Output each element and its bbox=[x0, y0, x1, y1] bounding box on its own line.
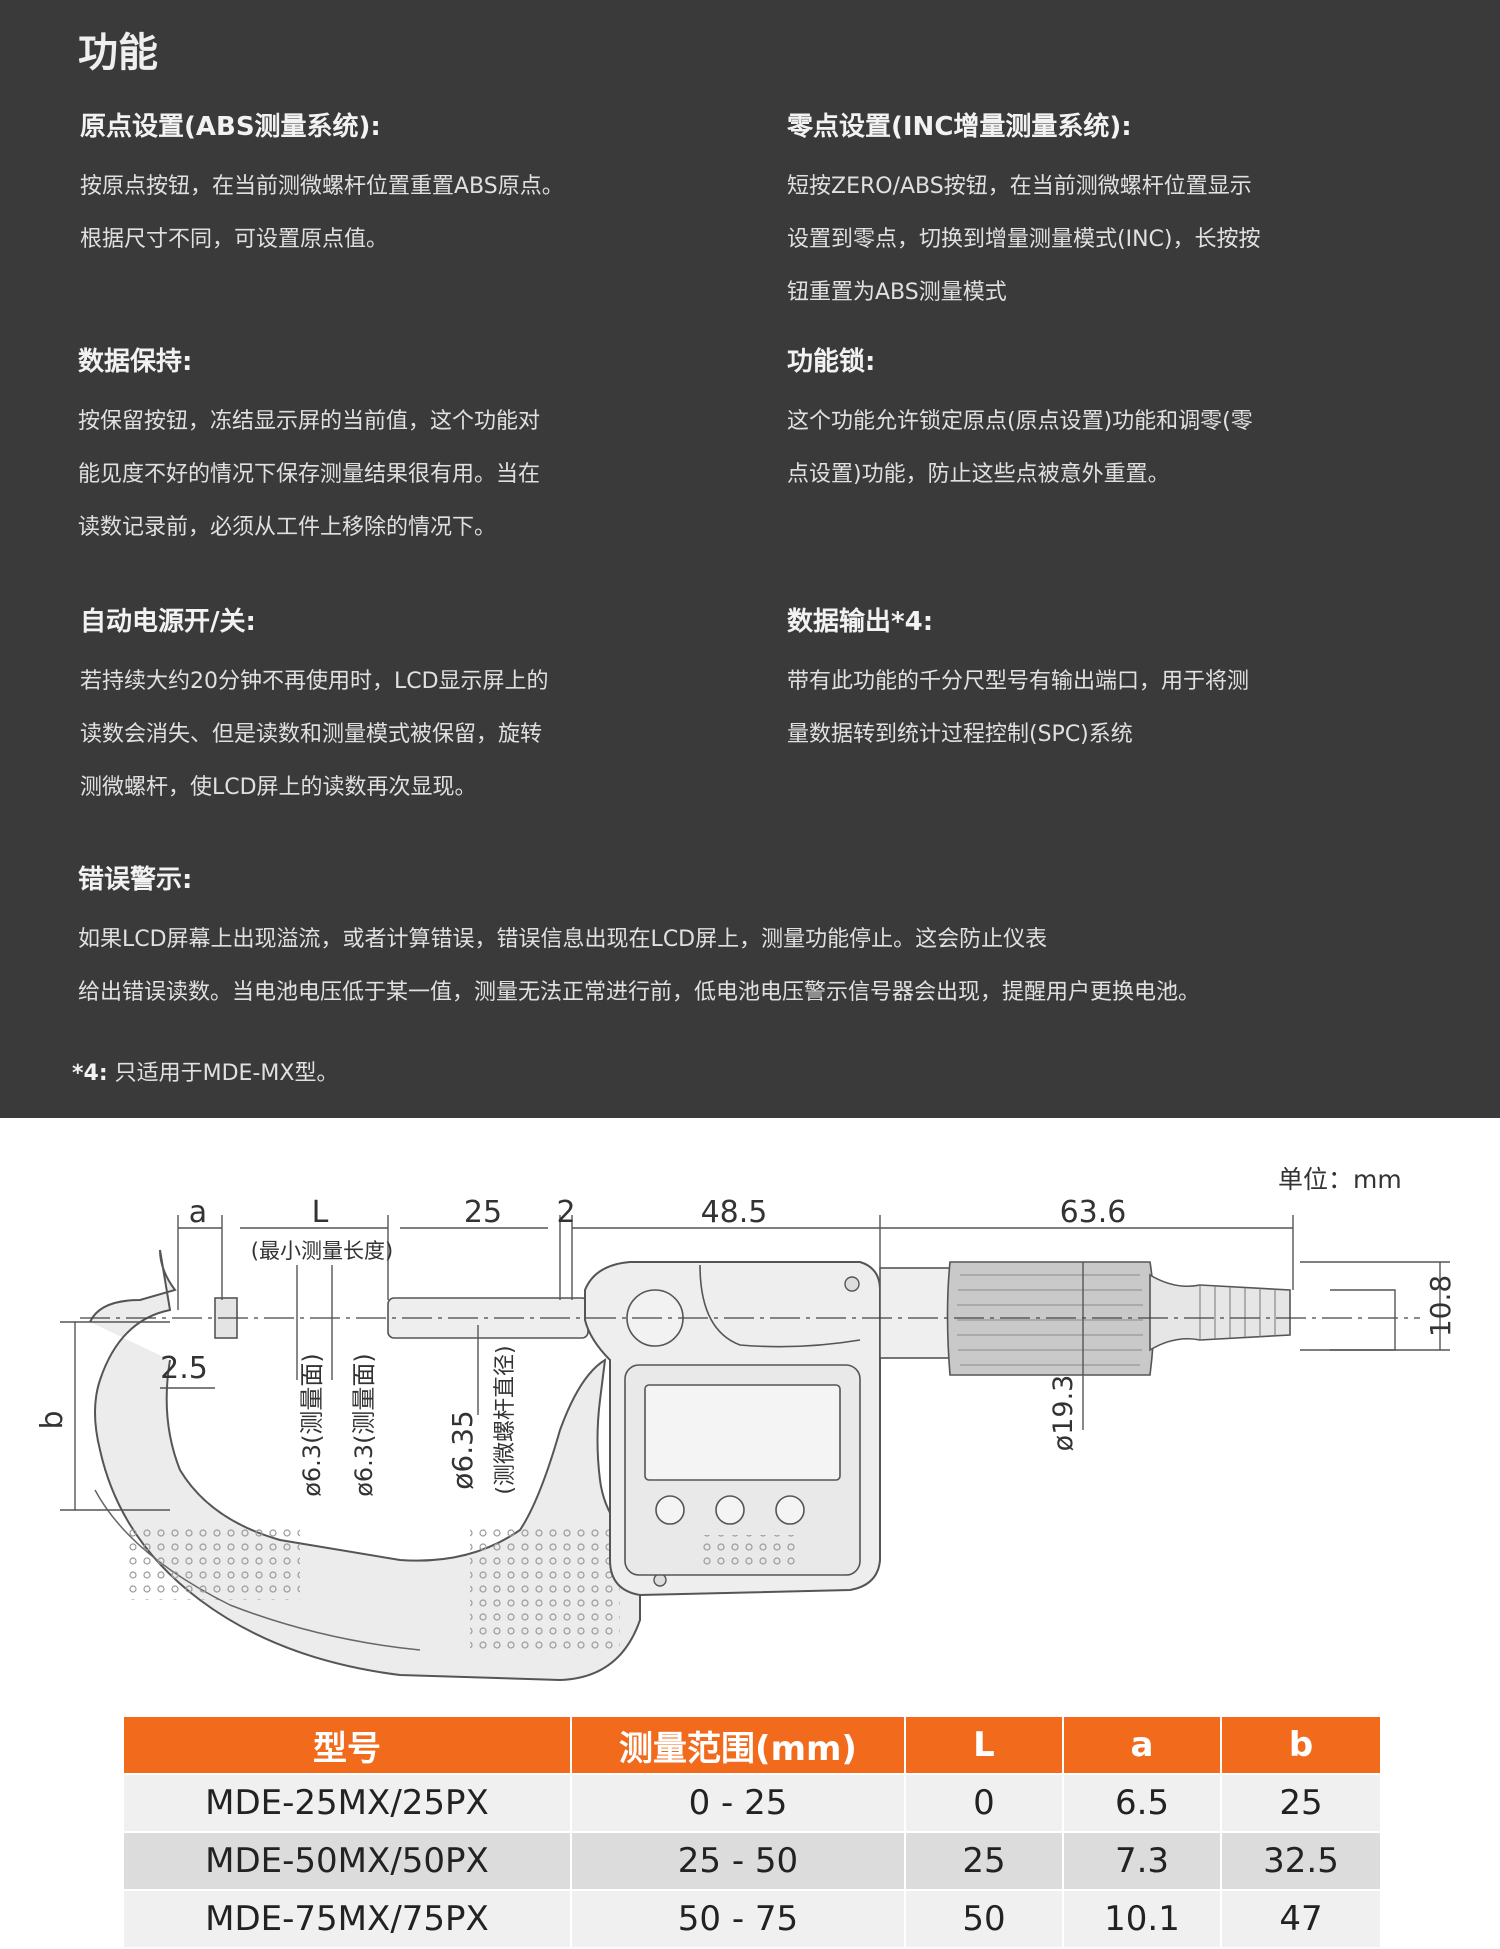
header-a: a bbox=[1062, 1715, 1222, 1775]
dimension-labels: a L (最小测量长度) 25 2 48.5 63.6 2.5 10.8 b ø… bbox=[35, 1195, 1457, 1497]
feature-heading: 功能锁: bbox=[787, 347, 876, 377]
feature-error-alarm: 错误警示: 如果LCD屏幕上出现溢流，或者计算错误，错误信息出现在LCD屏上，测… bbox=[78, 863, 1478, 1019]
spec-table: 型号 测量范围(mm) L a b MDE-25MX/25PX 0 - 25 0… bbox=[122, 1715, 1382, 1949]
dim-25: 25 bbox=[464, 1195, 502, 1230]
button-3 bbox=[775, 1495, 805, 1525]
feature-line: 若持续大约20分钟不再使用时，LCD显示屏上的 bbox=[80, 669, 549, 694]
feature-line: 这个功能允许锁定原点(原点设置)功能和调零(零 bbox=[787, 409, 1253, 434]
cell-model: MDE-25MX/25PX bbox=[122, 1773, 572, 1833]
micrometer-diagram: a L (最小测量长度) 25 2 48.5 63.6 2.5 10.8 b ø… bbox=[35, 1195, 1457, 1682]
dim-spindle-dia: (测微螺杆直径) bbox=[493, 1345, 518, 1494]
feature-line: 短按ZERO/ABS按钮，在当前测微螺杆位置显示 bbox=[787, 174, 1252, 199]
unit-label: 单位：mm bbox=[1278, 1165, 1402, 1194]
dim-b: b bbox=[35, 1410, 70, 1429]
feature-heading: 自动电源开/关: bbox=[80, 607, 256, 637]
feature-line: 如果LCD屏幕上出现溢流，或者计算错误，错误信息出现在LCD屏上，测量功能停止。… bbox=[78, 927, 1048, 952]
feature-line: 读数记录前，必须从工件上移除的情况下。 bbox=[78, 515, 497, 540]
feature-line: 按保留按钮，冻结显示屏的当前值，这个功能对 bbox=[78, 409, 541, 434]
cell-range: 50 - 75 bbox=[570, 1889, 906, 1949]
dim-L: L bbox=[312, 1195, 329, 1230]
feature-zero-set: 零点设置(INC增量测量系统): 短按ZERO/ABS按钮，在当前测微螺杆位置显… bbox=[787, 110, 1427, 319]
feature-line: 设置到零点，切换到增量测量模式(INC)，长按按 bbox=[787, 227, 1261, 252]
dim-face-a: ø6.3(测量面) bbox=[298, 1353, 326, 1497]
cell-L: 25 bbox=[904, 1831, 1064, 1891]
grip-dots-left bbox=[125, 1525, 300, 1600]
footnote-mark: *4: bbox=[72, 1061, 108, 1086]
cell-a: 10.1 bbox=[1062, 1889, 1222, 1949]
footnote: *4: 只适用于MDE-MX型。 bbox=[72, 1055, 338, 1087]
feature-auto-power: 自动电源开/关: 若持续大约20分钟不再使用时，LCD显示屏上的 读数会消失、但… bbox=[80, 605, 720, 814]
lcd-screen bbox=[644, 1384, 841, 1481]
dim-10-8: 10.8 bbox=[1424, 1275, 1457, 1337]
cell-b: 47 bbox=[1220, 1889, 1382, 1949]
grip-dots-right bbox=[470, 1525, 620, 1655]
ratchet bbox=[1149, 1273, 1291, 1352]
table-row: MDE-25MX/25PX 0 - 25 0 6.5 25 bbox=[122, 1773, 1382, 1833]
header-range: 测量范围(mm) bbox=[570, 1715, 906, 1775]
cell-range: 0 - 25 bbox=[570, 1773, 906, 1833]
feature-function-lock: 功能锁: 这个功能允许锁定原点(原点设置)功能和调零(零 点设置)功能，防止这些… bbox=[787, 345, 1427, 501]
feature-heading: 数据输出*4: bbox=[787, 607, 934, 637]
cell-model: MDE-50MX/50PX bbox=[122, 1831, 572, 1891]
dim-6-35: ø6.35 bbox=[446, 1410, 479, 1489]
dim-2: 2 bbox=[556, 1195, 575, 1230]
feature-line: 能见度不好的情况下保存测量结果很有用。当在 bbox=[78, 462, 541, 487]
button-1 bbox=[655, 1495, 685, 1525]
dim-63-6: 63.6 bbox=[1060, 1195, 1127, 1230]
button-2 bbox=[715, 1495, 745, 1525]
dim-min-length: (最小测量长度) bbox=[251, 1239, 393, 1263]
dimension-lines bbox=[60, 1215, 1450, 1511]
micrometer-frame bbox=[89, 1249, 641, 1682]
features-panel: 功能 原点设置(ABS测量系统): 按原点按钮，在当前测微螺杆位置重置ABS原点… bbox=[0, 0, 1500, 1118]
cell-a: 7.3 bbox=[1062, 1831, 1222, 1891]
table-row: MDE-75MX/75PX 50 - 75 50 10.1 47 bbox=[122, 1889, 1382, 1949]
cell-model: MDE-75MX/75PX bbox=[122, 1889, 572, 1949]
cell-range: 25 - 50 bbox=[570, 1831, 906, 1891]
footnote-text: 只适用于MDE-MX型。 bbox=[114, 1061, 339, 1086]
dim-a: a bbox=[189, 1195, 207, 1230]
features-title: 功能 bbox=[78, 30, 158, 76]
table-header-row: 型号 测量范围(mm) L a b bbox=[122, 1715, 1382, 1775]
sleeve bbox=[879, 1267, 951, 1359]
feature-line: 钮重置为ABS测量模式 bbox=[787, 280, 1007, 305]
feature-data-hold: 数据保持: 按保留按钮，冻结显示屏的当前值，这个功能对 能见度不好的情况下保存测… bbox=[78, 345, 718, 554]
feature-line: 测微螺杆，使LCD屏上的读数再次显现。 bbox=[80, 775, 477, 800]
header-b: b bbox=[1220, 1715, 1382, 1775]
feature-line: 带有此功能的千分尺型号有输出端口，用于将测 bbox=[787, 669, 1250, 694]
feature-line: 按原点按钮，在当前测微螺杆位置重置ABS原点。 bbox=[80, 174, 564, 199]
cell-b: 25 bbox=[1220, 1773, 1382, 1833]
cell-L: 0 bbox=[904, 1773, 1064, 1833]
cell-a: 6.5 bbox=[1062, 1773, 1222, 1833]
feature-origin-set: 原点设置(ABS测量系统): 按原点按钮，在当前测微螺杆位置重置ABS原点。 根… bbox=[80, 110, 720, 266]
header-model: 型号 bbox=[122, 1715, 572, 1775]
feature-heading: 原点设置(ABS测量系统): bbox=[80, 112, 381, 142]
feature-line: 点设置)功能，防止这些点被意外重置。 bbox=[787, 462, 1170, 487]
feature-heading: 错误警示: bbox=[78, 865, 193, 895]
cell-b: 32.5 bbox=[1220, 1831, 1382, 1891]
dim-face-b: ø6.3(测量面) bbox=[350, 1353, 378, 1497]
feature-heading: 零点设置(INC增量测量系统): bbox=[787, 112, 1132, 142]
feature-data-output: 数据输出*4: 带有此功能的千分尺型号有输出端口，用于将测 量数据转到统计过程控… bbox=[787, 605, 1427, 761]
feature-line: 量数据转到统计过程控制(SPC)系统 bbox=[787, 722, 1133, 747]
dim-19-3: ø19.3 bbox=[1048, 1375, 1079, 1452]
feature-line: 读数会消失、但是读数和测量模式被保留，旋转 bbox=[80, 722, 543, 747]
display-housing bbox=[584, 1261, 881, 1597]
feature-line: 给出错误读数。当电池电压低于某一值，测量无法正常进行前，低电池电压警示信号器会出… bbox=[78, 980, 1201, 1005]
feature-heading: 数据保持: bbox=[78, 347, 193, 377]
table-row: MDE-50MX/50PX 25 - 50 25 7.3 32.5 bbox=[122, 1831, 1382, 1891]
dim-2-5: 2.5 bbox=[160, 1351, 208, 1386]
dim-48-5: 48.5 bbox=[701, 1195, 768, 1230]
feature-line: 根据尺寸不同，可设置原点值。 bbox=[80, 227, 389, 252]
header-L: L bbox=[904, 1715, 1064, 1775]
cell-L: 50 bbox=[904, 1889, 1064, 1949]
